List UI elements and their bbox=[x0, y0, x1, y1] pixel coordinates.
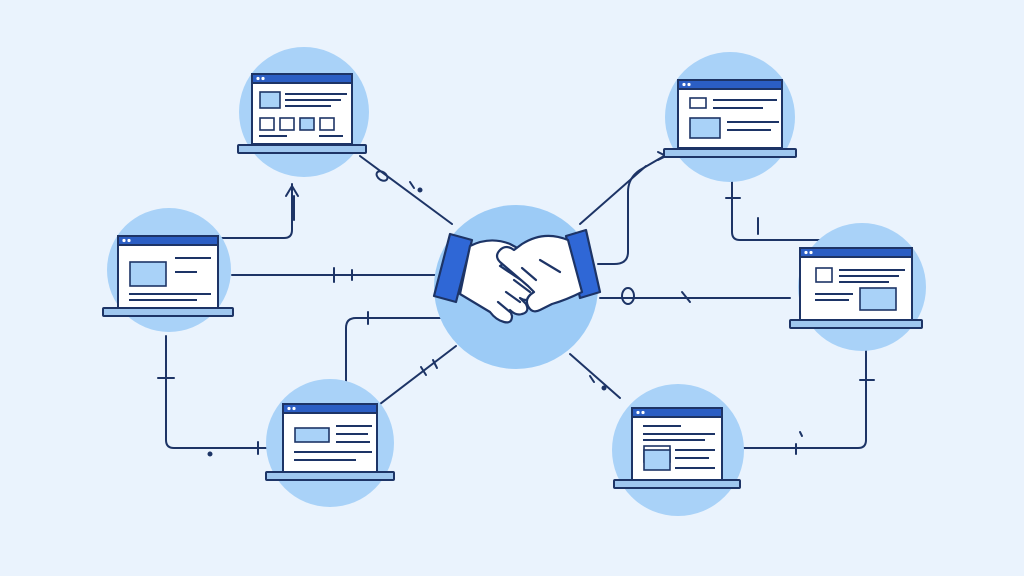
connector-link-ring bbox=[621, 287, 635, 305]
finger-line bbox=[512, 278, 532, 294]
connector-dot bbox=[417, 187, 423, 193]
browser-window-icon[interactable] bbox=[102, 235, 234, 317]
laptop-base bbox=[789, 319, 923, 329]
browser-window-icon[interactable] bbox=[663, 79, 797, 158]
image-placeholder bbox=[859, 287, 897, 311]
image-placeholder bbox=[294, 427, 330, 443]
finger-line bbox=[520, 266, 538, 282]
connector-elbow-bottom-left bbox=[165, 335, 267, 449]
image-placeholder bbox=[689, 117, 721, 139]
window-dot-icon bbox=[636, 410, 640, 415]
window-titlebar bbox=[282, 403, 378, 414]
connector-elbow-bottom-right bbox=[741, 341, 867, 449]
laptop-base bbox=[613, 479, 741, 489]
image-placeholder bbox=[643, 449, 671, 471]
connector-tick bbox=[409, 181, 415, 189]
connector-dot bbox=[207, 451, 213, 457]
window-dot-icon bbox=[287, 406, 291, 411]
arrow-up-icon bbox=[285, 185, 299, 197]
finger-line bbox=[496, 300, 512, 314]
thumbnail-box bbox=[319, 117, 335, 131]
left-cuff bbox=[432, 232, 474, 304]
connector-link-ring bbox=[375, 170, 389, 182]
right-hand bbox=[495, 234, 584, 313]
connector-elbow-mid-right bbox=[731, 165, 825, 241]
laptop-hinge bbox=[251, 143, 353, 146]
window-dot-icon bbox=[804, 250, 808, 255]
window-dot-icon bbox=[292, 406, 296, 411]
thumbnail-box bbox=[815, 267, 833, 283]
connector-elbow-top-right bbox=[597, 155, 665, 265]
finger-line bbox=[504, 290, 522, 304]
window-titlebar bbox=[117, 235, 219, 246]
window-dot-icon bbox=[122, 238, 126, 243]
partnership-hub bbox=[432, 205, 602, 369]
laptop-base bbox=[102, 307, 234, 317]
connector-elbow-top-left bbox=[221, 183, 293, 239]
window-frame bbox=[251, 73, 353, 145]
window-dot-icon bbox=[687, 82, 691, 87]
handshake-icon bbox=[432, 228, 602, 324]
connector-bottom-right-diagonal bbox=[569, 353, 621, 399]
connector-tick bbox=[432, 359, 438, 369]
node-bottom-left[interactable] bbox=[265, 379, 395, 507]
thumbnail-box bbox=[259, 117, 275, 131]
window-dot-icon bbox=[641, 410, 645, 415]
laptop-base bbox=[265, 471, 395, 481]
window-dot-icon bbox=[261, 76, 265, 81]
finger-line bbox=[538, 258, 562, 274]
laptop-hinge bbox=[677, 147, 783, 150]
browser-window-icon[interactable] bbox=[265, 403, 395, 481]
connector-elbow-bottom-left-up bbox=[345, 317, 449, 385]
laptop-base bbox=[237, 144, 367, 154]
image-placeholder bbox=[259, 91, 281, 109]
connector-top-left bbox=[359, 155, 453, 225]
window-titlebar bbox=[251, 73, 353, 84]
node-mid-left[interactable] bbox=[102, 208, 234, 332]
connector-lines bbox=[157, 151, 875, 457]
laptop-base bbox=[663, 148, 797, 158]
image-placeholder bbox=[129, 261, 167, 287]
connector-tick bbox=[681, 291, 691, 303]
node-mid-right[interactable] bbox=[789, 223, 926, 351]
browser-window-icon[interactable] bbox=[613, 407, 741, 489]
browser-window-icon[interactable] bbox=[789, 247, 923, 329]
window-titlebar bbox=[631, 407, 723, 418]
connector-tick bbox=[589, 375, 595, 383]
browser-window-icon[interactable] bbox=[237, 73, 367, 154]
connector-dot bbox=[601, 385, 607, 391]
window-dot-icon bbox=[809, 250, 813, 255]
thumbnail-box bbox=[279, 117, 295, 131]
window-dot-icon bbox=[127, 238, 131, 243]
connector-tick bbox=[420, 366, 427, 376]
window-dot-icon bbox=[256, 76, 260, 81]
connector-bottom-left-diagonal bbox=[379, 345, 457, 405]
node-bottom-right[interactable] bbox=[612, 384, 744, 516]
window-titlebar bbox=[799, 247, 913, 258]
window-frame bbox=[677, 79, 783, 149]
node-top-left[interactable] bbox=[237, 47, 369, 177]
node-top-right[interactable] bbox=[663, 52, 797, 182]
connector-top-right bbox=[579, 165, 647, 225]
window-titlebar bbox=[677, 79, 783, 90]
image-placeholder bbox=[299, 117, 315, 131]
window-dot-icon bbox=[682, 82, 686, 87]
connector-tick bbox=[799, 431, 803, 437]
thumbnail-box bbox=[689, 97, 707, 109]
